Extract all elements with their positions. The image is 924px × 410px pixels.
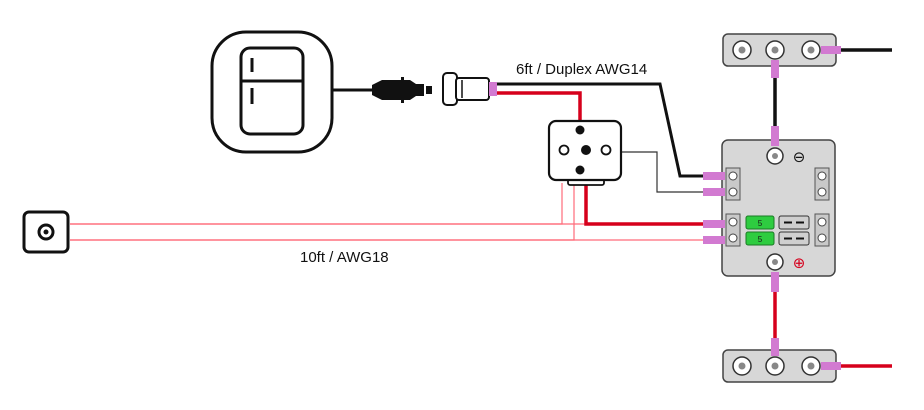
- fuse-block-negative-stud: [766, 147, 784, 165]
- signal-wires: [70, 151, 704, 241]
- refrigerator-icon: [210, 30, 334, 154]
- fuse: [745, 215, 775, 230]
- signal-cable-label: 10ft / AWG18: [300, 249, 389, 266]
- terminal: [771, 60, 779, 78]
- fuse-slot-2: 5: [745, 231, 810, 246]
- terminal: [771, 338, 779, 356]
- terminal: [703, 188, 725, 196]
- bus-stud: [732, 40, 752, 60]
- positive-bus-bar: [722, 338, 841, 383]
- relay-pin: [575, 125, 585, 135]
- terminal: [771, 272, 779, 292]
- relay-pin: [575, 165, 585, 175]
- empty-fuse-slot: [778, 231, 810, 246]
- cigarette-plug-icon: [372, 77, 432, 103]
- duplex-cable-label: 6ft / Duplex AWG14: [516, 61, 647, 78]
- terminal: [703, 172, 725, 180]
- right-screw-column: [814, 167, 830, 247]
- relay-pin: [558, 144, 570, 156]
- bus-stud: [801, 40, 821, 60]
- positive-symbol: ⊕: [793, 254, 806, 272]
- terminal: [821, 362, 841, 370]
- relay-pin: [600, 144, 612, 156]
- left-screw-column: [725, 167, 741, 247]
- bus-stud: [765, 40, 785, 60]
- fuse-block-positive-stud: [766, 253, 784, 271]
- signal-wire-upper: [70, 183, 563, 225]
- power-wires: [332, 48, 892, 368]
- fuse: [745, 231, 775, 246]
- fuse-rating: 5: [758, 235, 763, 244]
- sensor-button-icon: [22, 210, 70, 254]
- duplex-positive-wire: [493, 91, 582, 128]
- terminal: [703, 236, 725, 244]
- relay-output-wire: [584, 172, 704, 226]
- terminal: [821, 46, 841, 54]
- bus-stud: [801, 356, 821, 376]
- empty-fuse-slot: [778, 215, 810, 230]
- relay-gray-wire: [613, 151, 704, 193]
- 12v-socket-icon: [442, 72, 497, 106]
- terminal: [771, 126, 779, 146]
- fuse-slot-1: 5: [745, 215, 810, 230]
- socket-terminal: [489, 82, 497, 96]
- negative-bus-bar: [722, 33, 841, 78]
- terminal: [703, 220, 725, 228]
- fuse-block: ⊖ ⊕ 5: [703, 126, 836, 292]
- negative-symbol: ⊖: [793, 148, 806, 166]
- bus-stud: [732, 356, 752, 376]
- fuse-rating: 5: [758, 219, 763, 228]
- bus-stud: [765, 356, 785, 376]
- relay-pin: [581, 145, 591, 155]
- relay-icon: [547, 119, 623, 186]
- signal-wire-lower: [70, 183, 575, 241]
- duplex-negative-wire: [493, 82, 704, 178]
